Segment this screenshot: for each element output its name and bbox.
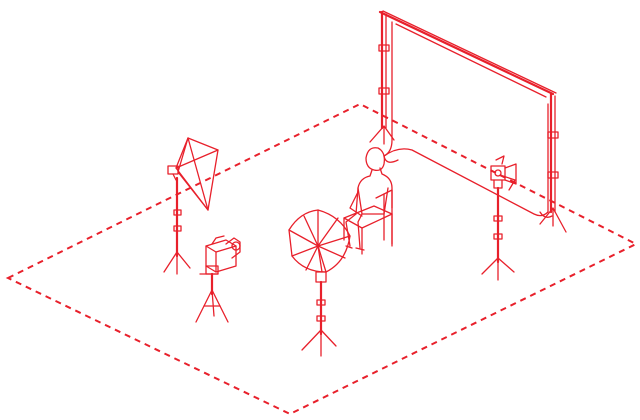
camera-on-tripod [195,235,241,323]
backdrop-stand [369,10,567,233]
fresnel-spotlight [481,155,517,281]
studio-floor-outline [5,102,639,416]
backdrop-paper [383,21,553,218]
seated-person-on-chair [343,147,393,255]
softbox-light [163,137,219,275]
umbrella-light [288,209,351,357]
